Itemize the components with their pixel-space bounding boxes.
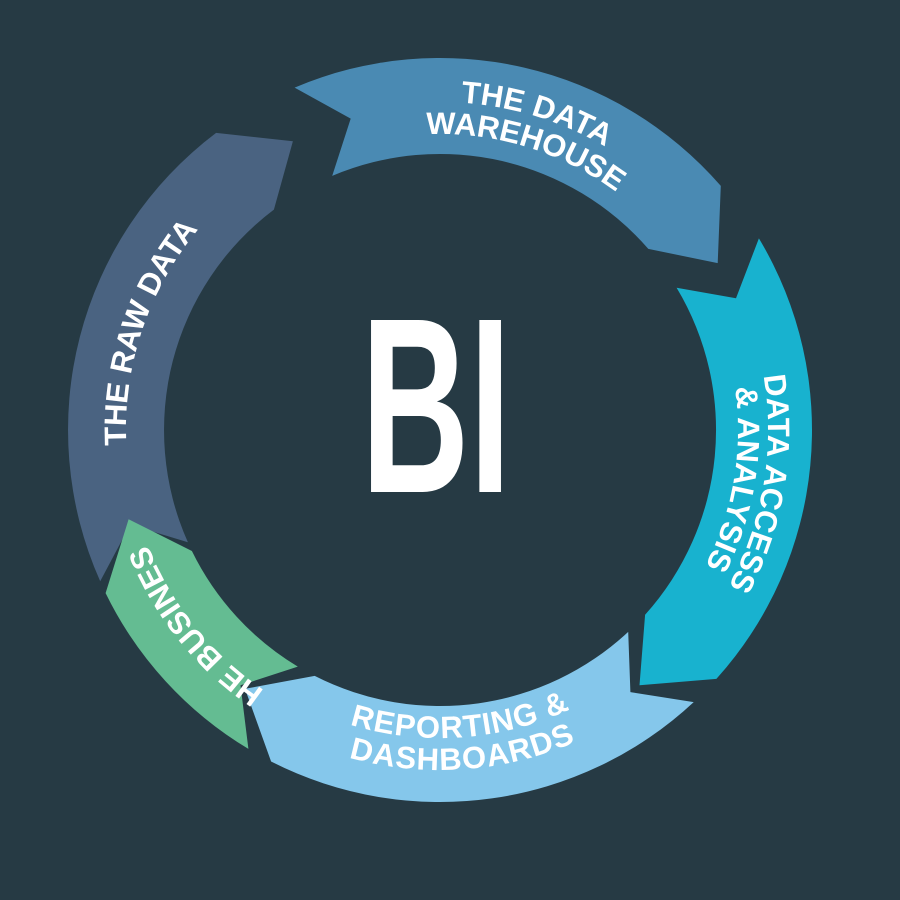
segment-data-access xyxy=(639,238,812,686)
segment-business xyxy=(105,519,298,749)
segment-raw-data xyxy=(68,132,293,582)
segment-reporting xyxy=(245,631,694,803)
center-title-bi: BI xyxy=(361,266,511,545)
segment-data-warehouse xyxy=(294,57,721,264)
cycle-segments xyxy=(68,57,812,803)
